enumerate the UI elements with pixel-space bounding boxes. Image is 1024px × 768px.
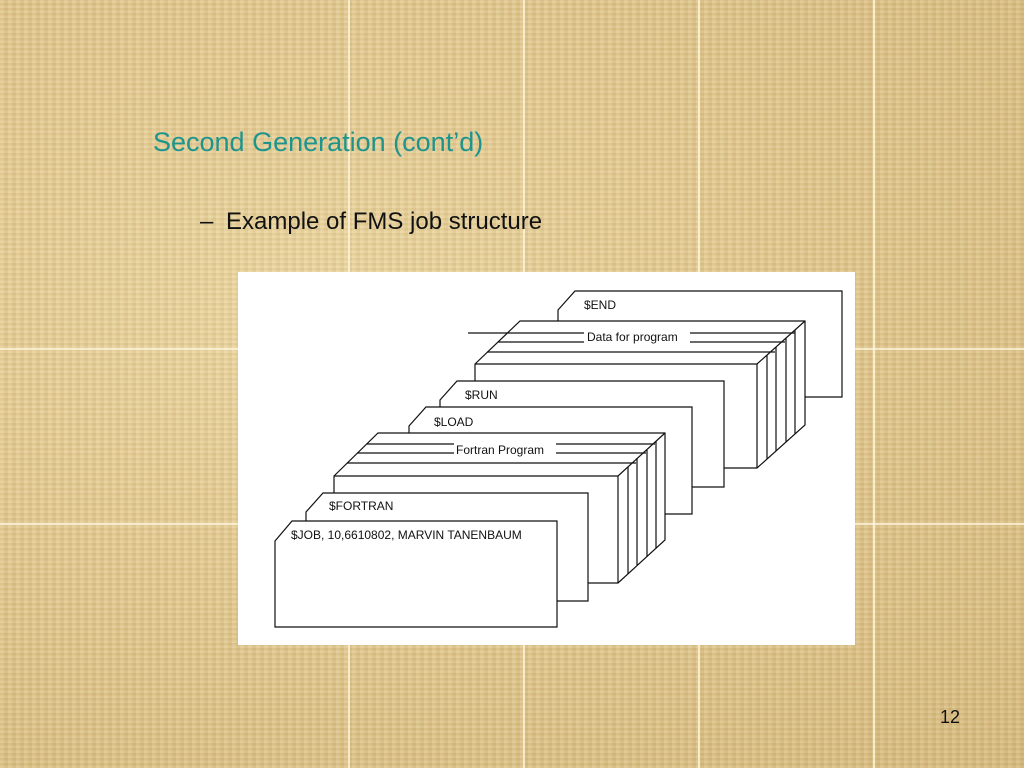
card-fortran-program-label: Fortran Program — [456, 443, 544, 457]
page-number: 12 — [940, 707, 961, 727]
card-run-label: $RUN — [465, 388, 498, 402]
bullet-item: –Example of FMS job structure — [200, 208, 542, 236]
card-end-label: $END — [584, 298, 616, 312]
background-seam — [873, 0, 875, 768]
card-job: $JOB, 10,6610802, MARVIN TANENBAUM — [274, 520, 558, 628]
card-load-label: $LOAD — [434, 415, 474, 429]
bullet-marker: – — [200, 208, 214, 235]
card-data-label: Data for program — [587, 330, 678, 344]
bullet-text: Example of FMS job structure — [226, 208, 543, 235]
fms-job-structure-figure: $END Data for program $RUN — [238, 272, 855, 645]
card-deck-diagram: $END Data for program $RUN — [274, 290, 843, 628]
card-job-label: $JOB, 10,6610802, MARVIN TANENBAUM — [291, 528, 522, 542]
card-fortran-label: $FORTRAN — [329, 499, 393, 513]
slide-title: Second Generation (cont’d) — [153, 127, 484, 157]
